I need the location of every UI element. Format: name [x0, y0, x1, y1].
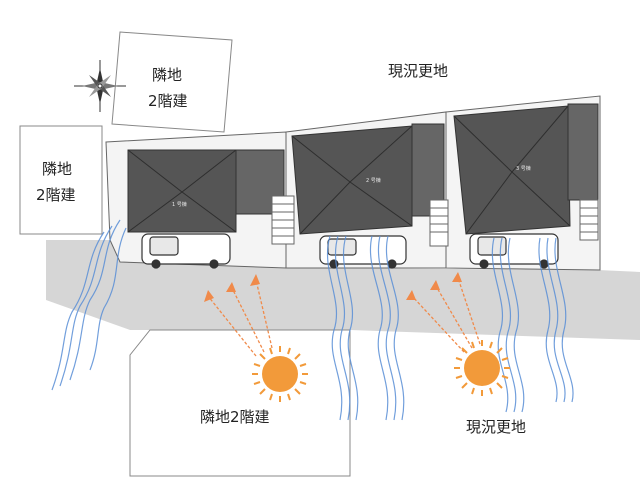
vacant-bottom-label: 現況更地	[466, 418, 526, 436]
house-1: 1 号棟	[127, 149, 285, 233]
neighbor-left-label-line1: 隣地	[42, 160, 72, 178]
car-icon	[469, 233, 559, 269]
sun-icon	[252, 346, 308, 402]
neighbor-building-left	[19, 125, 103, 235]
house-3-label: 3 号棟	[516, 165, 531, 172]
neighbor-top-label-line1: 隣地	[152, 66, 182, 84]
neighbor-building-bottom	[129, 329, 351, 477]
neighbor-building-top	[111, 31, 233, 133]
compass-rose-icon	[74, 60, 126, 112]
house-1-label: 1 号棟	[172, 201, 187, 208]
car-icon	[141, 233, 231, 269]
wind-flow-icon	[51, 219, 574, 421]
sunlight-arrow-icon	[207, 277, 481, 357]
car-icon	[319, 235, 407, 269]
vacant-top-label: 現況更地	[388, 62, 448, 80]
neighbor-bottom-label: 隣地2階建	[200, 408, 270, 426]
house-3: 3 号棟	[453, 103, 599, 235]
house-2-label: 2 号棟	[366, 177, 381, 184]
sunlight-arrow-heads	[204, 272, 462, 302]
sun-icon	[454, 340, 510, 396]
neighbor-top-label-line2: 2階建	[148, 92, 188, 110]
neighbor-left-label-line2: 2階建	[36, 186, 76, 204]
stairs	[271, 195, 599, 247]
